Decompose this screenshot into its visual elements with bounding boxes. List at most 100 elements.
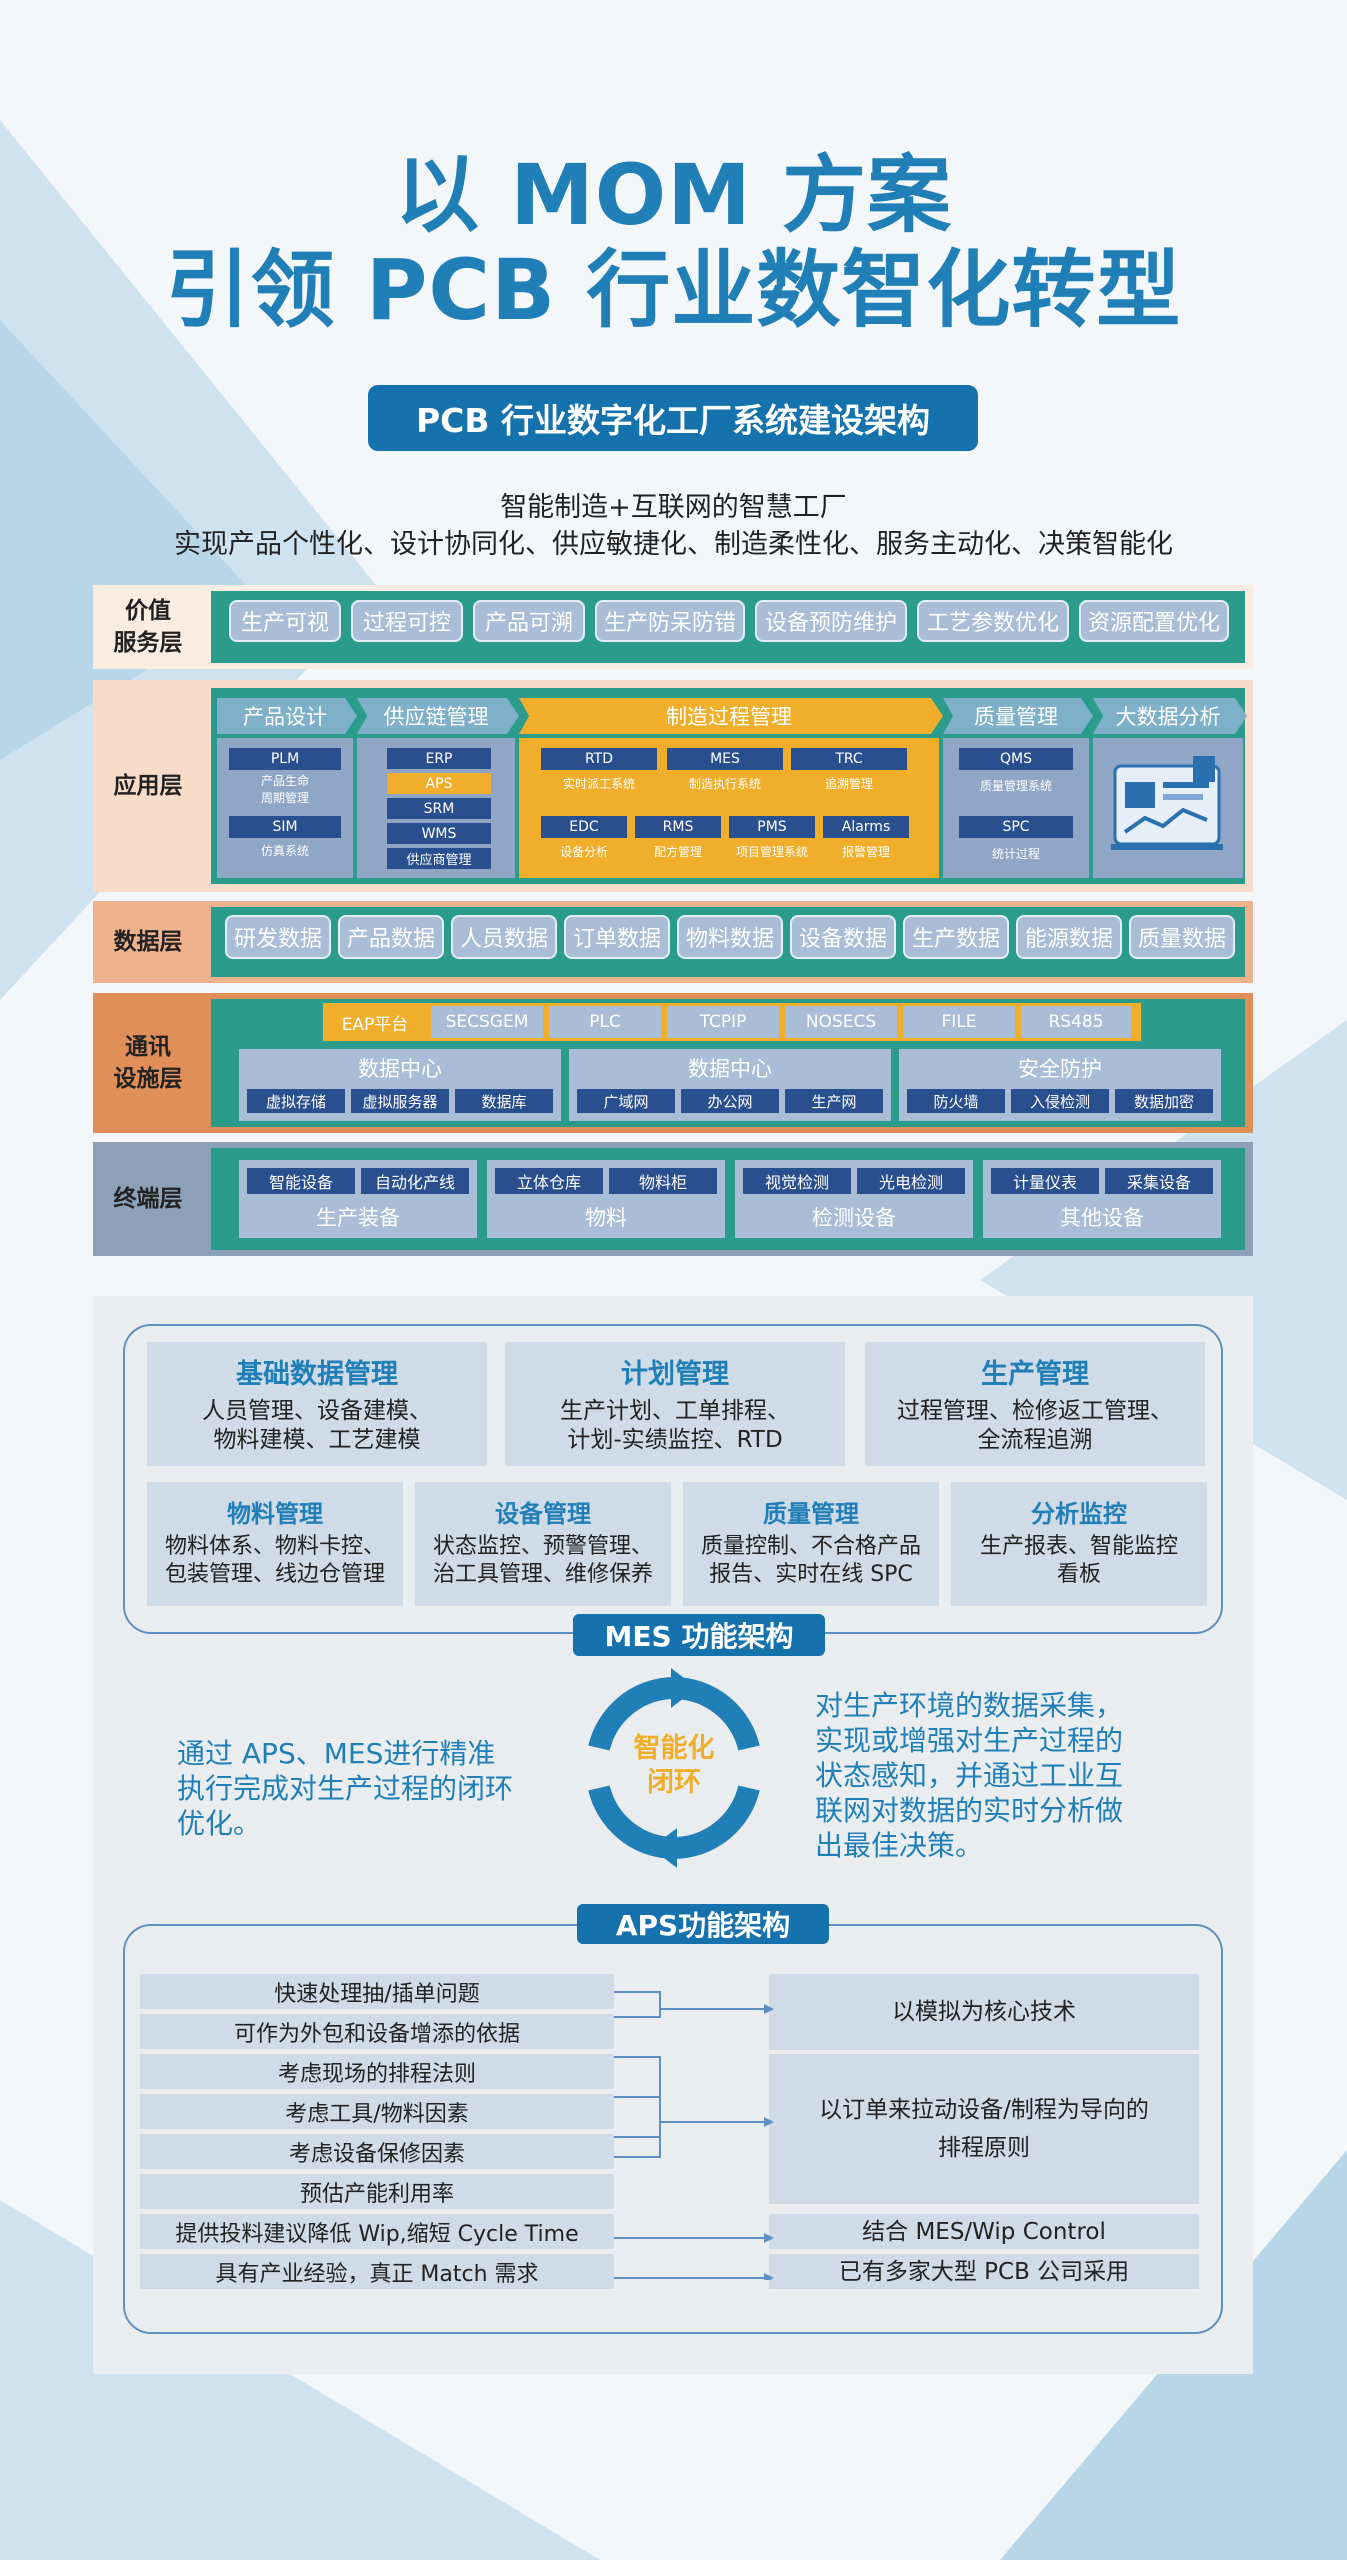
terminal-layer: 终端层 智能设备自动化产线生产装备立体仓库物料柜物料视觉检测光电检测检测设备计量… <box>93 1142 1253 1256</box>
quality-title: 质量管理 <box>974 705 1058 729</box>
terminal-group-box: 智能设备自动化产线生产装备 <box>239 1160 477 1238</box>
plm-chip: PLM <box>229 748 341 770</box>
aps-feature-row: 考虑工具/物料因素 <box>140 2094 614 2129</box>
terminal-group-title: 检测设备 <box>812 1206 896 1230</box>
supply-item-chip: WMS <box>387 823 491 844</box>
data-item: 物料数据 <box>677 915 783 959</box>
supplier-management-chip: 供应商管理 <box>387 848 491 869</box>
mes-module-title: 物料管理 <box>227 1500 323 1528</box>
data-item: 研发数据 <box>225 915 331 959</box>
data-item: 设备数据 <box>790 915 896 959</box>
value-item: 产品可溯 <box>473 600 585 642</box>
supply-item-chip: ERP <box>387 748 491 769</box>
data-item: 生产数据 <box>903 915 1009 959</box>
layer-label-app: 应用层 <box>113 773 183 799</box>
terminal-item: 立体仓库 <box>495 1168 603 1194</box>
process-system-note: 配方管理 <box>653 845 702 859</box>
protocol-item: FILE <box>903 1006 1015 1038</box>
main-title-line2: 引领 PCB 行业数智化转型 <box>165 241 1182 339</box>
aps-architecture-label: APS功能架构 <box>577 1904 829 1944</box>
design-body: PLM 产品生命 周期管理 SIM 仿真系统 <box>217 738 353 878</box>
layer-label-data: 数据层 <box>113 929 183 955</box>
mes-module: 设备管理状态监控、预警管理、 治工具管理、维修保养 <box>415 1482 671 1606</box>
value-item: 生产防呆防错 <box>595 600 745 642</box>
mes-module-title: 质量管理 <box>763 1500 859 1528</box>
protocol-item: TCPIP <box>667 1006 779 1038</box>
data-layer-body: 研发数据产品数据人员数据订单数据物料数据设备数据生产数据能源数据质量数据 <box>211 907 1245 977</box>
supply-body: ERP APS SRM WMS 供应商管理 <box>357 738 515 878</box>
terminal-group-title: 其他设备 <box>1060 1206 1144 1230</box>
design-title: 产品设计 <box>243 705 327 729</box>
process-system-chip: RMS <box>635 816 721 838</box>
mes-module: 物料管理物料体系、物料卡控、 包装管理、线边仓管理 <box>147 1482 403 1606</box>
supply-item-chip: SRM <box>387 798 491 819</box>
mes-module-title: 基础数据管理 <box>236 1359 398 1390</box>
process-system-chip: EDC <box>541 816 627 838</box>
layer-label-comm: 通讯 设施层 <box>113 1034 183 1092</box>
comm-group-item: 广域网 <box>577 1089 675 1113</box>
subtitle-line1: 智能制造+互联网的智慧工厂 <box>500 492 847 523</box>
function-architecture-panel: 基础数据管理人员管理、设备建模、 物料建模、工艺建模计划管理生产计划、工单排程、… <box>93 1296 1253 2374</box>
data-item: 质量数据 <box>1129 915 1235 959</box>
value-service-layer: 价值 服务层 生产可视过程可控产品可溯生产防呆防错设备预防维护工艺参数优化资源配… <box>93 585 1253 669</box>
main-title-line1: 以 MOM 方案 <box>394 146 953 244</box>
data-item: 订单数据 <box>564 915 670 959</box>
terminal-item: 智能设备 <box>247 1168 355 1194</box>
mes-module: 质量管理质量控制、不合格产品 报告、实时在线 SPC <box>683 1482 939 1606</box>
value-item: 生产可视 <box>229 600 341 642</box>
comm-group-item: 生产网 <box>785 1089 883 1113</box>
spc-note: 统计过程 <box>991 847 1040 861</box>
comm-group-box: 数据中心虚拟存储虚拟服务器数据库 <box>239 1049 561 1121</box>
aps-outcome-box: 已有多家大型 PCB 公司采用 <box>769 2254 1199 2289</box>
process-header-arrow <box>519 698 943 734</box>
subtitle-line2: 实现产品个性化、设计协同化、供应敏捷化、制造柔性化、服务主动化、决策智能化 <box>174 529 1173 560</box>
bigdata-column: 大数据分析 <box>1093 698 1247 878</box>
quality-body: QMS 质量管理系统 SPC 统计过程 <box>943 738 1089 878</box>
mes-module-desc: 物料体系、物料卡控、 包装管理、线边仓管理 <box>164 1534 385 1587</box>
terminal-item: 物料柜 <box>609 1168 717 1194</box>
quality-header-arrow <box>943 698 1093 734</box>
aps-feature-row: 考虑现场的排程法则 <box>140 2054 614 2089</box>
value-item: 工艺参数优化 <box>917 600 1069 642</box>
process-system-note: 报警管理 <box>841 845 890 859</box>
process-system-note: 制造执行系统 <box>688 777 761 791</box>
supply-item-chip: APS <box>387 773 491 794</box>
mes-module-desc: 生产报表、智能监控 看板 <box>979 1534 1178 1587</box>
process-system-chip: Alarms <box>823 816 909 838</box>
plm-note: 产品生命 周期管理 <box>260 774 309 805</box>
layer-label-terminal: 终端层 <box>113 1186 183 1212</box>
supply-header-arrow <box>357 698 519 734</box>
design-header-arrow <box>217 698 357 734</box>
terminal-item: 采集设备 <box>1105 1168 1213 1194</box>
terminal-layer-body: 智能设备自动化产线生产装备立体仓库物料柜物料视觉检测光电检测检测设备计量仪表采集… <box>211 1148 1245 1250</box>
terminal-group-box: 视觉检测光电检测检测设备 <box>735 1160 973 1238</box>
analytics-dashboard-icon <box>1111 756 1223 850</box>
process-title: 制造过程管理 <box>666 705 792 729</box>
comm-group-box: 数据中心广域网办公网生产网 <box>569 1049 891 1121</box>
bigdata-header-arrow <box>1093 698 1247 734</box>
process-system-chip: TRC <box>791 748 907 770</box>
comm-group-item: 防火墙 <box>907 1089 1005 1113</box>
process-system-chip: PMS <box>729 816 815 838</box>
terminal-group-box: 计量仪表采集设备其他设备 <box>983 1160 1221 1238</box>
bigdata-title: 大数据分析 <box>1115 705 1221 729</box>
qms-note: 质量管理系统 <box>979 779 1052 793</box>
terminal-item: 自动化产线 <box>361 1168 469 1194</box>
aps-feature-row: 快速处理抽/插单问题 <box>140 1974 614 2009</box>
mes-module-desc: 质量控制、不合格产品 报告、实时在线 SPC <box>700 1534 921 1587</box>
mes-module-desc: 过程管理、检修返工管理、 全流程追溯 <box>897 1398 1173 1453</box>
protocol-item: SECSGEM <box>431 1006 543 1038</box>
aps-feature-row: 考虑设备保修因素 <box>140 2134 614 2169</box>
process-system-note: 实时派工系统 <box>562 777 635 791</box>
data-item: 能源数据 <box>1016 915 1122 959</box>
mes-module: 计划管理生产计划、工单排程、 计划-实绩监控、RTD <box>505 1342 845 1466</box>
bigdata-body <box>1093 738 1243 878</box>
process-system-note: 设备分析 <box>559 845 608 859</box>
loop-right-text: 对生产环境的数据采集， 实现或增强对生产过程的 状态感知，并通过工业互 联网对数… <box>815 1689 1124 1862</box>
data-item: 产品数据 <box>338 915 444 959</box>
mes-module-desc: 状态监控、预警管理、 治工具管理、维修保养 <box>432 1534 653 1587</box>
